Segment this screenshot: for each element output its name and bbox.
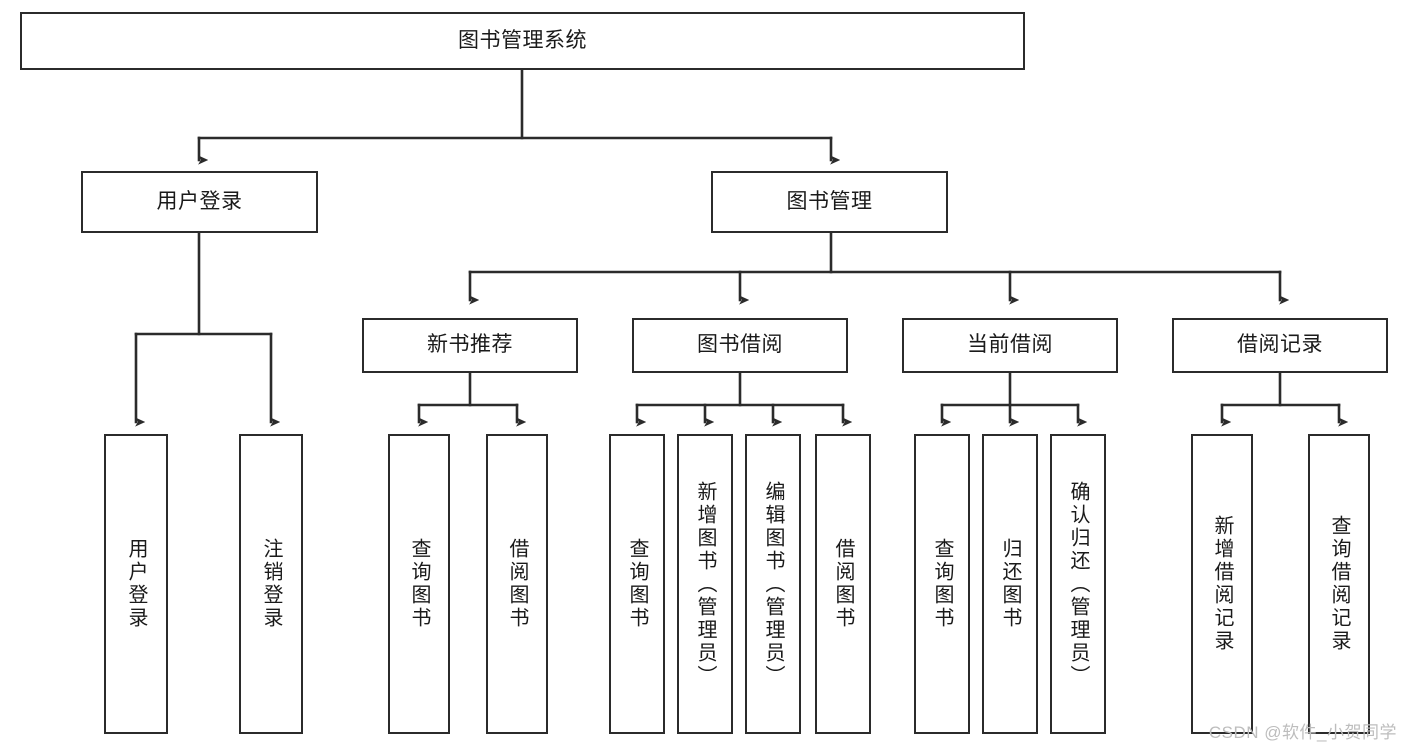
node-user-login[interactable]: 用户登录 [81, 171, 318, 233]
node-leaf-borrow-book-1[interactable]: 借阅图书 [486, 434, 548, 734]
node-leaf-logout[interactable]: 注销登录 [239, 434, 303, 734]
node-leaf-borrow-book-2-label: 借阅图书 [832, 538, 854, 630]
node-leaf-confirm-return-label: 确认归还（管理员） [1067, 480, 1089, 688]
node-leaf-return-book-label: 归还图书 [999, 538, 1021, 630]
node-leaf-edit-book-label: 编辑图书（管理员） [762, 480, 784, 688]
node-leaf-query-record-label: 查询借阅记录 [1328, 515, 1350, 653]
node-leaf-confirm-return[interactable]: 确认归还（管理员） [1050, 434, 1106, 734]
node-root-label: 图书管理系统 [458, 28, 587, 52]
node-leaf-user-login[interactable]: 用户登录 [104, 434, 168, 734]
node-borrow-record-label: 借阅记录 [1237, 333, 1323, 357]
node-borrow-record[interactable]: 借阅记录 [1172, 318, 1388, 373]
node-leaf-query-record[interactable]: 查询借阅记录 [1308, 434, 1370, 734]
node-leaf-add-book-label: 新增图书（管理员） [694, 480, 716, 688]
node-leaf-query-book-2-label: 查询图书 [626, 538, 648, 630]
node-user-login-label: 用户登录 [156, 189, 243, 213]
node-leaf-borrow-book-1-label: 借阅图书 [506, 538, 528, 630]
node-leaf-add-book[interactable]: 新增图书（管理员） [677, 434, 733, 734]
node-book-manage[interactable]: 图书管理 [711, 171, 948, 233]
node-new-book-recommend-label: 新书推荐 [427, 333, 513, 357]
node-leaf-logout-label: 注销登录 [260, 538, 282, 630]
node-book-manage-label: 图书管理 [786, 189, 873, 213]
node-leaf-add-record-label: 新增借阅记录 [1211, 515, 1233, 653]
node-leaf-query-book-1[interactable]: 查询图书 [388, 434, 450, 734]
node-leaf-return-book[interactable]: 归还图书 [982, 434, 1038, 734]
node-leaf-user-login-label: 用户登录 [125, 538, 147, 630]
node-book-borrow[interactable]: 图书借阅 [632, 318, 848, 373]
node-leaf-edit-book[interactable]: 编辑图书（管理员） [745, 434, 801, 734]
node-current-borrow[interactable]: 当前借阅 [902, 318, 1118, 373]
node-leaf-query-book-3[interactable]: 查询图书 [914, 434, 970, 734]
node-new-book-recommend[interactable]: 新书推荐 [362, 318, 578, 373]
node-leaf-borrow-book-2[interactable]: 借阅图书 [815, 434, 871, 734]
node-leaf-query-book-3-label: 查询图书 [931, 538, 953, 630]
node-current-borrow-label: 当前借阅 [967, 333, 1053, 357]
node-leaf-add-record[interactable]: 新增借阅记录 [1191, 434, 1253, 734]
node-root[interactable]: 图书管理系统 [20, 12, 1025, 70]
node-leaf-query-book-2[interactable]: 查询图书 [609, 434, 665, 734]
node-leaf-query-book-1-label: 查询图书 [408, 538, 430, 630]
node-book-borrow-label: 图书借阅 [697, 333, 783, 357]
